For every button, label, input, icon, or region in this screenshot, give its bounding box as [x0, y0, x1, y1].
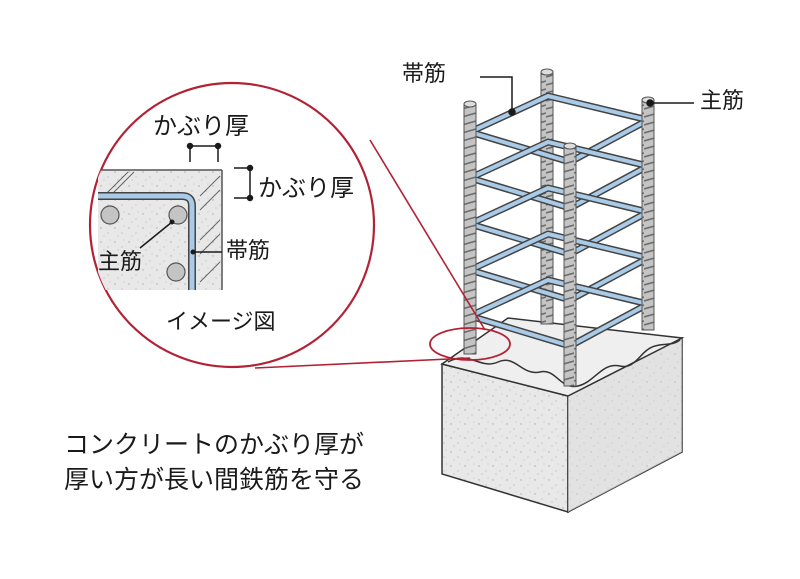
- caption-line-1: コンクリートのかぶり厚が: [64, 430, 365, 459]
- detail-view: [98, 169, 223, 290]
- concrete-footing: [440, 317, 685, 514]
- column-leaders: [480, 76, 694, 116]
- focus-ellipse: [429, 327, 511, 361]
- caption-line-2: 厚い方が長い間鉄筋を守る: [64, 465, 365, 494]
- cover-dimension-top: [186, 142, 222, 162]
- label-image-note: イメージ図: [166, 310, 276, 335]
- label-main-bar-detail: 主筋: [98, 250, 143, 275]
- main-bar-right: [641, 99, 655, 331]
- hoop-set: [466, 92, 652, 350]
- label-main-bar-column: 主筋: [700, 89, 745, 114]
- label-hoop-column: 帯筋: [402, 62, 447, 87]
- cover-dimension-side: [234, 164, 254, 202]
- main-bar-section: [166, 262, 186, 282]
- rebar-cage: [463, 68, 655, 387]
- main-bar-front: [563, 145, 577, 387]
- main-bar-left: [463, 103, 477, 355]
- main-bar-section: [168, 205, 188, 225]
- caption: コンクリートのかぶり厚が 厚い方が長い間鉄筋を守る: [64, 427, 364, 497]
- label-cover-thickness-side: かぶり厚: [258, 174, 354, 202]
- label-cover-thickness-top: かぶり厚: [153, 112, 249, 140]
- main-bar-section: [100, 205, 120, 225]
- label-hoop-detail: 帯筋: [226, 239, 271, 264]
- detail-circle: [88, 81, 376, 369]
- magnifier-callout: [88, 81, 511, 369]
